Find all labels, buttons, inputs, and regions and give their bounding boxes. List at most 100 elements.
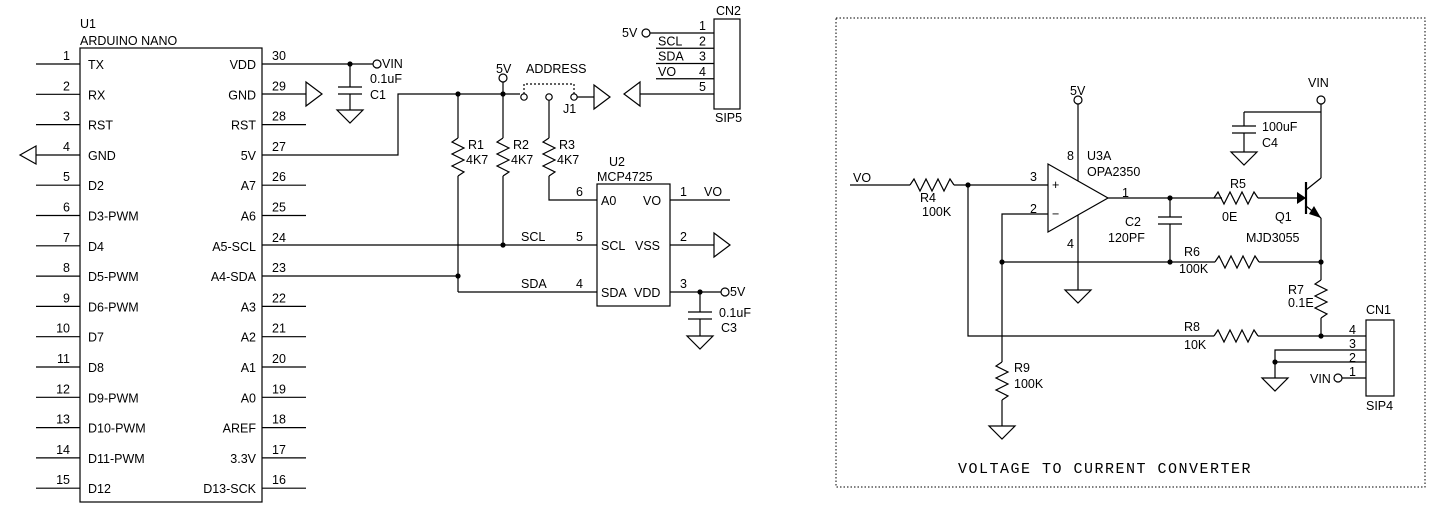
u1-right-pin-number: 22 xyxy=(272,291,286,305)
opamp-ground-symbol xyxy=(1063,289,1093,304)
u1-left-pin-name: D4 xyxy=(88,240,104,254)
opamp-pin4: 4 xyxy=(1067,237,1074,251)
u1-right-pin-name: A4-SDA xyxy=(211,270,257,284)
u2-pin-a0: A0 xyxy=(601,194,616,208)
r2-value: 4K7 xyxy=(511,153,533,167)
c1-ground-symbol xyxy=(335,109,365,124)
cn1-type: SIP4 xyxy=(1366,399,1393,413)
vin-terminal-right xyxy=(1316,95,1326,105)
u1-right-pin-name: GND xyxy=(228,88,256,102)
r4-ref: R4 xyxy=(920,191,936,205)
opamp-pin2: 2 xyxy=(1030,202,1037,216)
c1-ref: C1 xyxy=(370,88,386,102)
u1-left-pin-name: D3-PWM xyxy=(88,210,139,224)
u1-right-pin-name: 5V xyxy=(241,149,257,163)
converter-title: VOLTAGE TO CURRENT CONVERTER xyxy=(958,461,1252,478)
u1-right-pin-number: 27 xyxy=(272,140,286,154)
u1-right-pin-name: A1 xyxy=(241,361,256,375)
u1-left-pin-name: GND xyxy=(88,149,116,163)
r6-value: 100K xyxy=(1179,262,1209,276)
c2-ref: C2 xyxy=(1125,215,1141,229)
opamp-pin8: 8 xyxy=(1067,149,1074,163)
c4-value: 100uF xyxy=(1262,120,1298,134)
junction-cn1-gnd xyxy=(1272,359,1278,365)
opamp-minus: − xyxy=(1052,207,1059,221)
cn1-body xyxy=(1365,319,1395,397)
feedback-left-wire xyxy=(1001,213,1028,362)
u1-right-pin-number: 19 xyxy=(272,382,286,396)
u2-mcp4725: U2 MCP4725 A0 VO SCL VSS SDA VDD 6 5 4 1… xyxy=(576,155,687,307)
u2-pin-vss: VSS xyxy=(635,239,660,253)
cn2-pin-number: 3 xyxy=(699,50,706,64)
u1-right-pin-number: 16 xyxy=(272,473,286,487)
opamp-5v-label: 5V xyxy=(1070,84,1086,98)
u1-left-pin-number: 6 xyxy=(63,201,70,215)
u1-right-pin-name: D13-SCK xyxy=(203,482,256,496)
u1-right-pin-name: 3.3V xyxy=(230,452,256,466)
r7-ref: R7 xyxy=(1288,283,1304,297)
q1-value: MJD3055 xyxy=(1246,231,1300,245)
u1-right-pin-number: 25 xyxy=(272,201,286,215)
u2-pin6-num: 6 xyxy=(576,185,583,199)
u1-right-pin-name: A0 xyxy=(241,391,256,405)
c1-value: 0.1uF xyxy=(370,72,402,86)
u1-left-pin-number: 15 xyxy=(56,473,70,487)
r5-value: 0E xyxy=(1222,210,1237,224)
u1-body xyxy=(79,47,263,503)
j1-pin-1 xyxy=(520,93,528,101)
cn1-pin-number: 2 xyxy=(1349,351,1356,365)
cn2-pin-net: SDA xyxy=(658,50,684,64)
r1-zigzag xyxy=(450,137,466,177)
u1-left-pin-name: D2 xyxy=(88,179,104,193)
u1-value: ARDUINO NANO xyxy=(80,34,178,48)
q1-emitter-arrow xyxy=(1309,206,1321,218)
gnd-arrow-u2 xyxy=(713,231,731,259)
u2-pin-scl: SCL xyxy=(601,239,625,253)
r3-ref: R3 xyxy=(559,138,575,152)
junction-r6-emitter xyxy=(1318,259,1324,265)
u1-right-pin-name: AREF xyxy=(223,422,257,436)
r1-value: 4K7 xyxy=(466,153,488,167)
5v-bus-wire xyxy=(262,93,503,156)
r9-value: 100K xyxy=(1014,377,1044,391)
r1-ref: R1 xyxy=(468,138,484,152)
5v-terminal-b xyxy=(720,287,730,297)
q1-base-arrow xyxy=(1297,192,1306,204)
r2-ref: R2 xyxy=(513,138,529,152)
junction-sda xyxy=(455,273,461,279)
opamp-ref: U3A xyxy=(1087,149,1112,163)
cn2-pin-number: 1 xyxy=(699,19,706,33)
u1-left-pin-number: 3 xyxy=(63,110,70,124)
u1-left-pin-number: 2 xyxy=(63,79,70,93)
u1-left-pin-name: D10-PWM xyxy=(88,422,146,436)
u2-pin5-num: 5 xyxy=(576,230,583,244)
u1-left-pin-name: RX xyxy=(88,88,106,102)
cn2-5v-terminal xyxy=(641,28,651,38)
r6-zigzag xyxy=(1214,254,1260,270)
r3-lead-bottom xyxy=(548,176,597,201)
c3-ref: C3 xyxy=(721,321,737,335)
u1-right-pin-number: 29 xyxy=(272,79,286,93)
u2-pin-vo: VO xyxy=(643,194,661,208)
address-label: ADDRESS xyxy=(526,62,586,76)
u1-left-pin-number: 5 xyxy=(63,170,70,184)
opamp-plus: + xyxy=(1052,178,1059,192)
r4-value: 100K xyxy=(922,205,952,219)
cn2-pin-number: 5 xyxy=(699,80,706,94)
cn1-ref: CN1 xyxy=(1366,303,1391,317)
u1-left-pin-number: 1 xyxy=(63,49,70,63)
u1-left-pin-number: 8 xyxy=(63,261,70,275)
cn1-vin-terminal xyxy=(1333,373,1343,383)
r9-ground-symbol xyxy=(987,425,1017,440)
u1-right-pin-number: 18 xyxy=(272,413,286,427)
r6-ref: R6 xyxy=(1184,245,1200,259)
c4-ground-symbol xyxy=(1229,151,1259,166)
u1-right-pin-name: A2 xyxy=(241,331,256,345)
gnd-arrow-pin4 xyxy=(18,144,37,166)
converter-frame xyxy=(835,17,1426,488)
opamp-pin1: 1 xyxy=(1122,186,1129,200)
vin-label: VIN xyxy=(382,57,403,71)
u2-pin1-num: 1 xyxy=(680,185,687,199)
